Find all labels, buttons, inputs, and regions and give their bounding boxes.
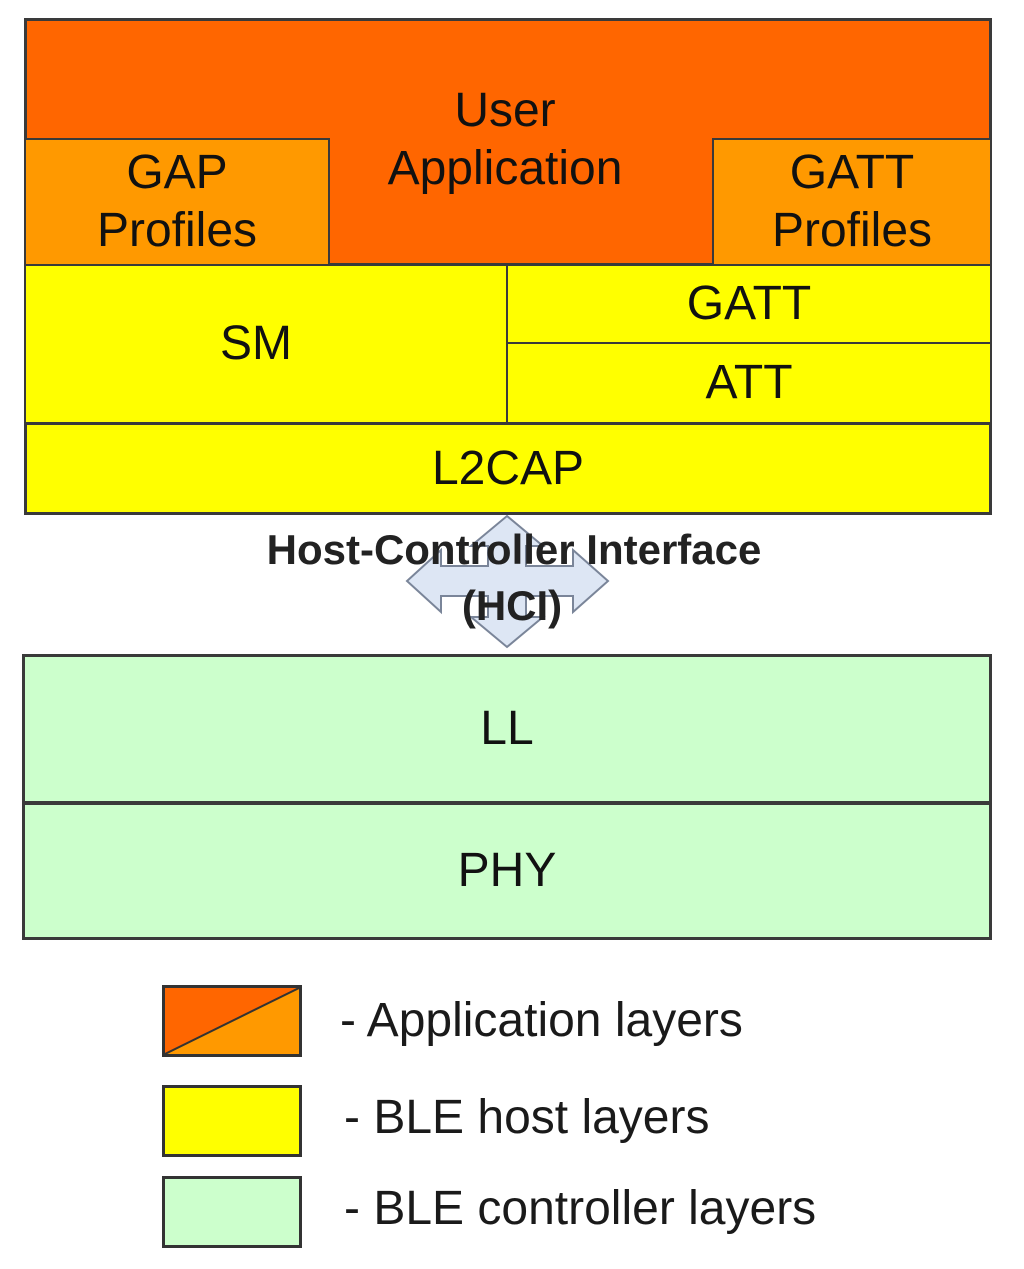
gatt-profiles-line2: Profiles [771, 204, 933, 257]
legend-swatch-application [162, 985, 302, 1057]
gatt-profiles-layer: GATT Profiles [712, 138, 992, 266]
legend-label-host: - BLE host layers [344, 1091, 710, 1144]
l2cap-label: L2CAP [431, 441, 585, 495]
gatt-label: GATT [686, 277, 812, 331]
user-application-line1: User [454, 84, 556, 138]
user-application-label: User Application [330, 80, 680, 200]
gatt-profiles-line1: GATT [789, 146, 915, 200]
hci-abbreviation: (HCI) [461, 582, 563, 629]
phy-label: PHY [457, 844, 557, 898]
hci-title: Host-Controller Interface [266, 526, 762, 573]
hci-arrow-shape [405, 514, 610, 649]
att-layer: ATT [506, 342, 992, 424]
ll-label: LL [480, 702, 534, 756]
gap-profiles-line2: Profiles [96, 204, 258, 257]
legend-swatch-application-split [165, 988, 299, 1054]
sm-label: SM [220, 317, 292, 371]
phy-layer: PHY [22, 802, 992, 940]
att-label: ATT [705, 356, 793, 410]
gap-profiles-layer: GAP Profiles [24, 138, 330, 266]
double-arrow-icon [405, 514, 610, 649]
legend-swatch-host [162, 1085, 302, 1157]
user-application-line2: Application [387, 142, 623, 195]
l2cap-layer: L2CAP [24, 422, 992, 515]
gap-profiles-line1: GAP [126, 146, 228, 200]
gatt-layer: GATT [506, 264, 992, 344]
legend-label-controller: - BLE controller layers [344, 1182, 817, 1235]
legend-swatch-controller [162, 1176, 302, 1248]
sm-layer: SM [24, 264, 508, 424]
ll-layer: LL [22, 654, 992, 804]
legend-label-application: - Application layers [340, 994, 743, 1047]
